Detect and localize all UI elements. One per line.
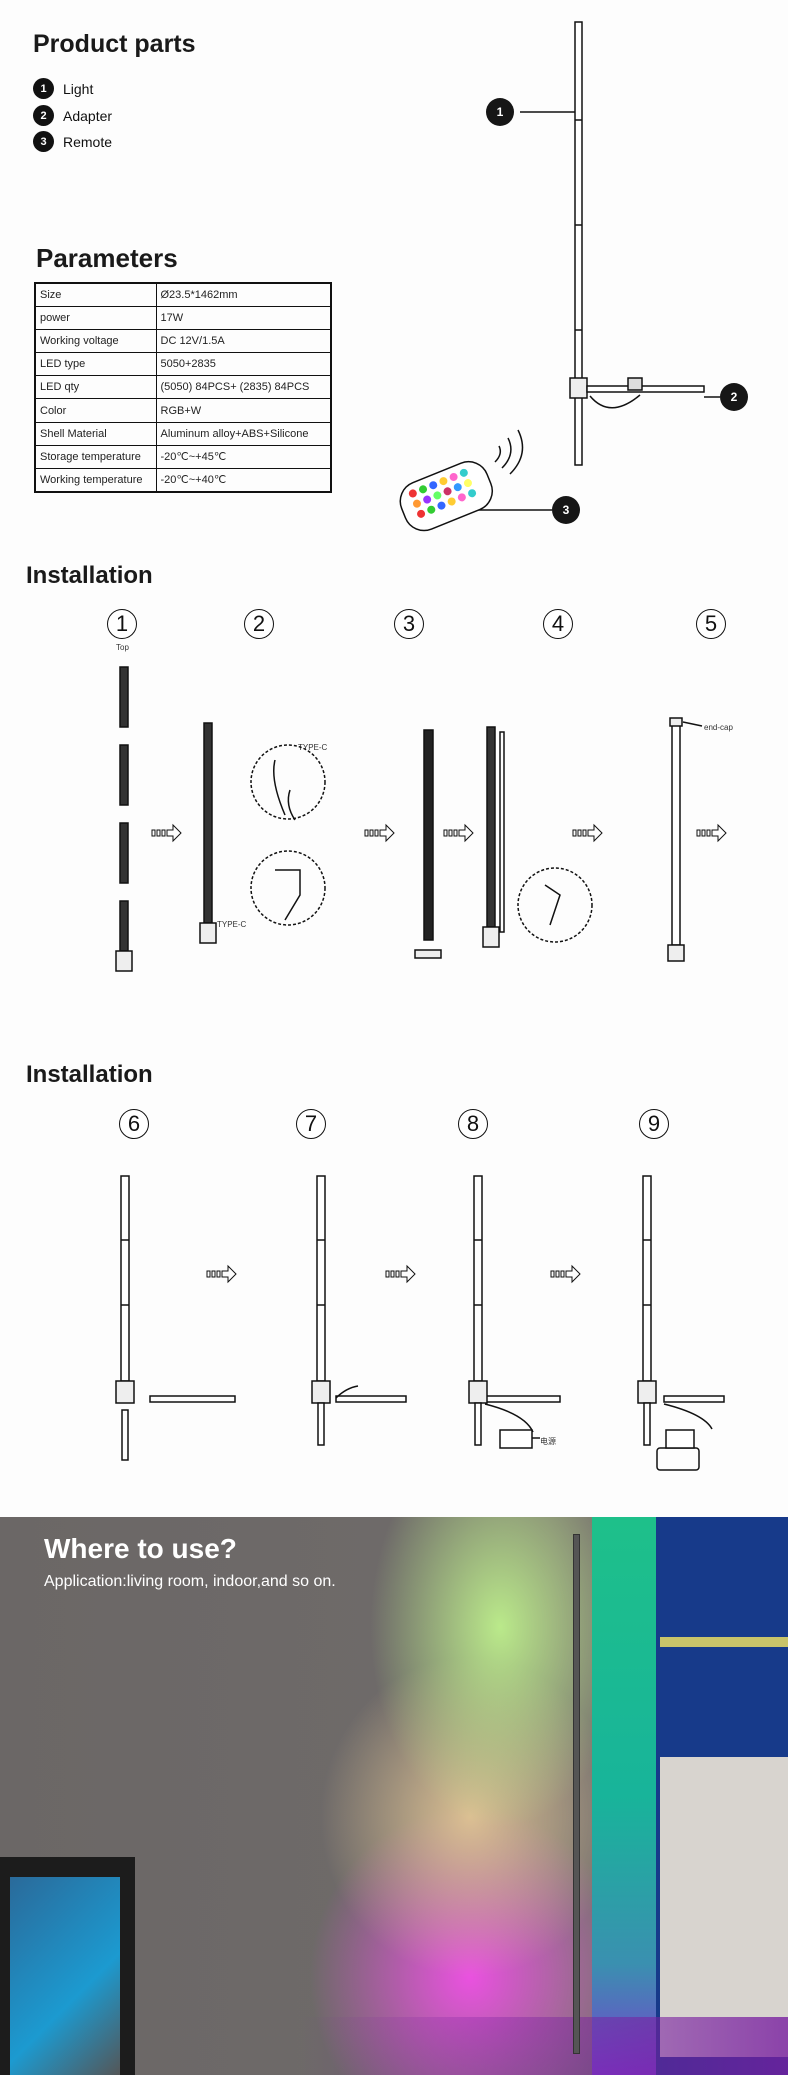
floor-lamp xyxy=(573,1534,580,2054)
step-6: 6 xyxy=(119,1109,149,1139)
remote-button xyxy=(447,497,456,506)
end-cap-label: end-cap xyxy=(704,723,733,732)
remote-button xyxy=(437,501,446,510)
remote-button xyxy=(433,491,442,500)
remote-button xyxy=(468,489,477,498)
number-badge: 3 xyxy=(33,131,54,152)
part-label: Light xyxy=(63,80,94,97)
parameter-value: -20℃~+40℃ xyxy=(155,467,332,493)
parameter-name: LED type xyxy=(34,352,157,377)
lamp-pole xyxy=(311,1175,331,1446)
parameter-name: Shell Material xyxy=(34,421,157,446)
part-item-remote: 3 Remote xyxy=(33,131,112,152)
arrow-icon xyxy=(550,1264,581,1284)
power-label: 电源 xyxy=(540,1437,556,1446)
installation-diagrams-2 xyxy=(115,1175,725,1471)
arrow-icon xyxy=(385,1264,416,1284)
remote-button xyxy=(439,477,448,486)
parameter-name: Working temperature xyxy=(34,467,157,493)
parameter-name: LED qty xyxy=(34,375,157,400)
remote-button xyxy=(408,489,417,498)
product-illustration xyxy=(399,21,720,532)
step-3: 3 xyxy=(394,609,424,639)
callout-light: 1 xyxy=(486,98,514,126)
remote-button xyxy=(429,481,438,490)
parameter-row: Working temperature-20℃~+40℃ xyxy=(34,467,332,493)
where-to-use-title: Where to use? xyxy=(44,1533,237,1564)
remote-button xyxy=(423,495,432,504)
parameter-row: LED qty(5050) 84PCS+ (2835) 84PCS xyxy=(34,375,332,400)
type-c-label-top: TYPE-C xyxy=(298,743,328,752)
part-item-light: 1 Light xyxy=(33,78,93,99)
step-5: 5 xyxy=(696,609,726,639)
lamp-pole xyxy=(468,1175,488,1446)
installation-title: Installation xyxy=(26,562,153,589)
remote-button xyxy=(427,505,436,514)
remote-button xyxy=(459,468,468,477)
product-parts-title: Product parts xyxy=(33,30,196,58)
remote-button xyxy=(412,499,421,508)
installation-diagrams-1 xyxy=(115,666,727,972)
application-text: Application:living room, indoor,and so o… xyxy=(44,1573,336,1590)
parameter-value: Aluminum alloy+ABS+Silicone xyxy=(155,421,332,446)
step-4: 4 xyxy=(543,609,573,639)
type-c-label-bottom: TYPE-C xyxy=(217,920,247,929)
where-to-use-photo: Where to use? Application:living room, i… xyxy=(0,1517,788,2075)
arrow-icon xyxy=(151,823,182,843)
arrow-icon xyxy=(206,1264,237,1284)
remote-button xyxy=(463,479,472,488)
step-9: 9 xyxy=(639,1109,669,1139)
parameter-value: 17W xyxy=(155,305,332,330)
remote-button xyxy=(417,509,426,518)
arrow-icon xyxy=(572,823,603,843)
arrow-icon xyxy=(696,823,727,843)
part-label: Adapter xyxy=(63,107,113,124)
arrow-icon xyxy=(364,823,395,843)
top-label: Top xyxy=(116,643,129,652)
step-8: 8 xyxy=(458,1109,488,1139)
step-2: 2 xyxy=(244,609,274,639)
parameter-value: -20℃~+45℃ xyxy=(155,444,332,470)
number-badge: 2 xyxy=(33,105,54,126)
step-1: 1 xyxy=(107,609,137,639)
remote-button xyxy=(449,472,458,481)
parameter-value: RGB+W xyxy=(155,398,332,423)
number-badge: 1 xyxy=(33,78,54,99)
remote-button xyxy=(419,485,428,494)
parameter-value: Ø23.5*1462mm xyxy=(155,282,332,307)
lamp-pole xyxy=(115,1175,135,1404)
parameter-value: DC 12V/1.5A xyxy=(155,328,332,354)
part-item-adapter: 2 Adapter xyxy=(33,105,112,126)
parameter-value: (5050) 84PCS+ (2835) 84PCS xyxy=(155,375,332,400)
part-label: Remote xyxy=(63,133,113,150)
parameters-title: Parameters xyxy=(36,243,178,273)
remote-button xyxy=(443,487,452,496)
remote-button xyxy=(457,493,466,502)
lamp-pole xyxy=(637,1175,657,1446)
callout-remote: 3 xyxy=(552,496,580,524)
remote-button xyxy=(453,483,462,492)
parameter-name: power xyxy=(34,305,157,330)
parameter-name: Working voltage xyxy=(34,328,157,354)
arrow-icon xyxy=(443,823,474,843)
callout-adapter: 2 xyxy=(720,383,748,411)
step-7: 7 xyxy=(296,1109,326,1139)
parameter-name: Size xyxy=(34,282,157,307)
installation-title-2: Installation xyxy=(26,1061,153,1088)
